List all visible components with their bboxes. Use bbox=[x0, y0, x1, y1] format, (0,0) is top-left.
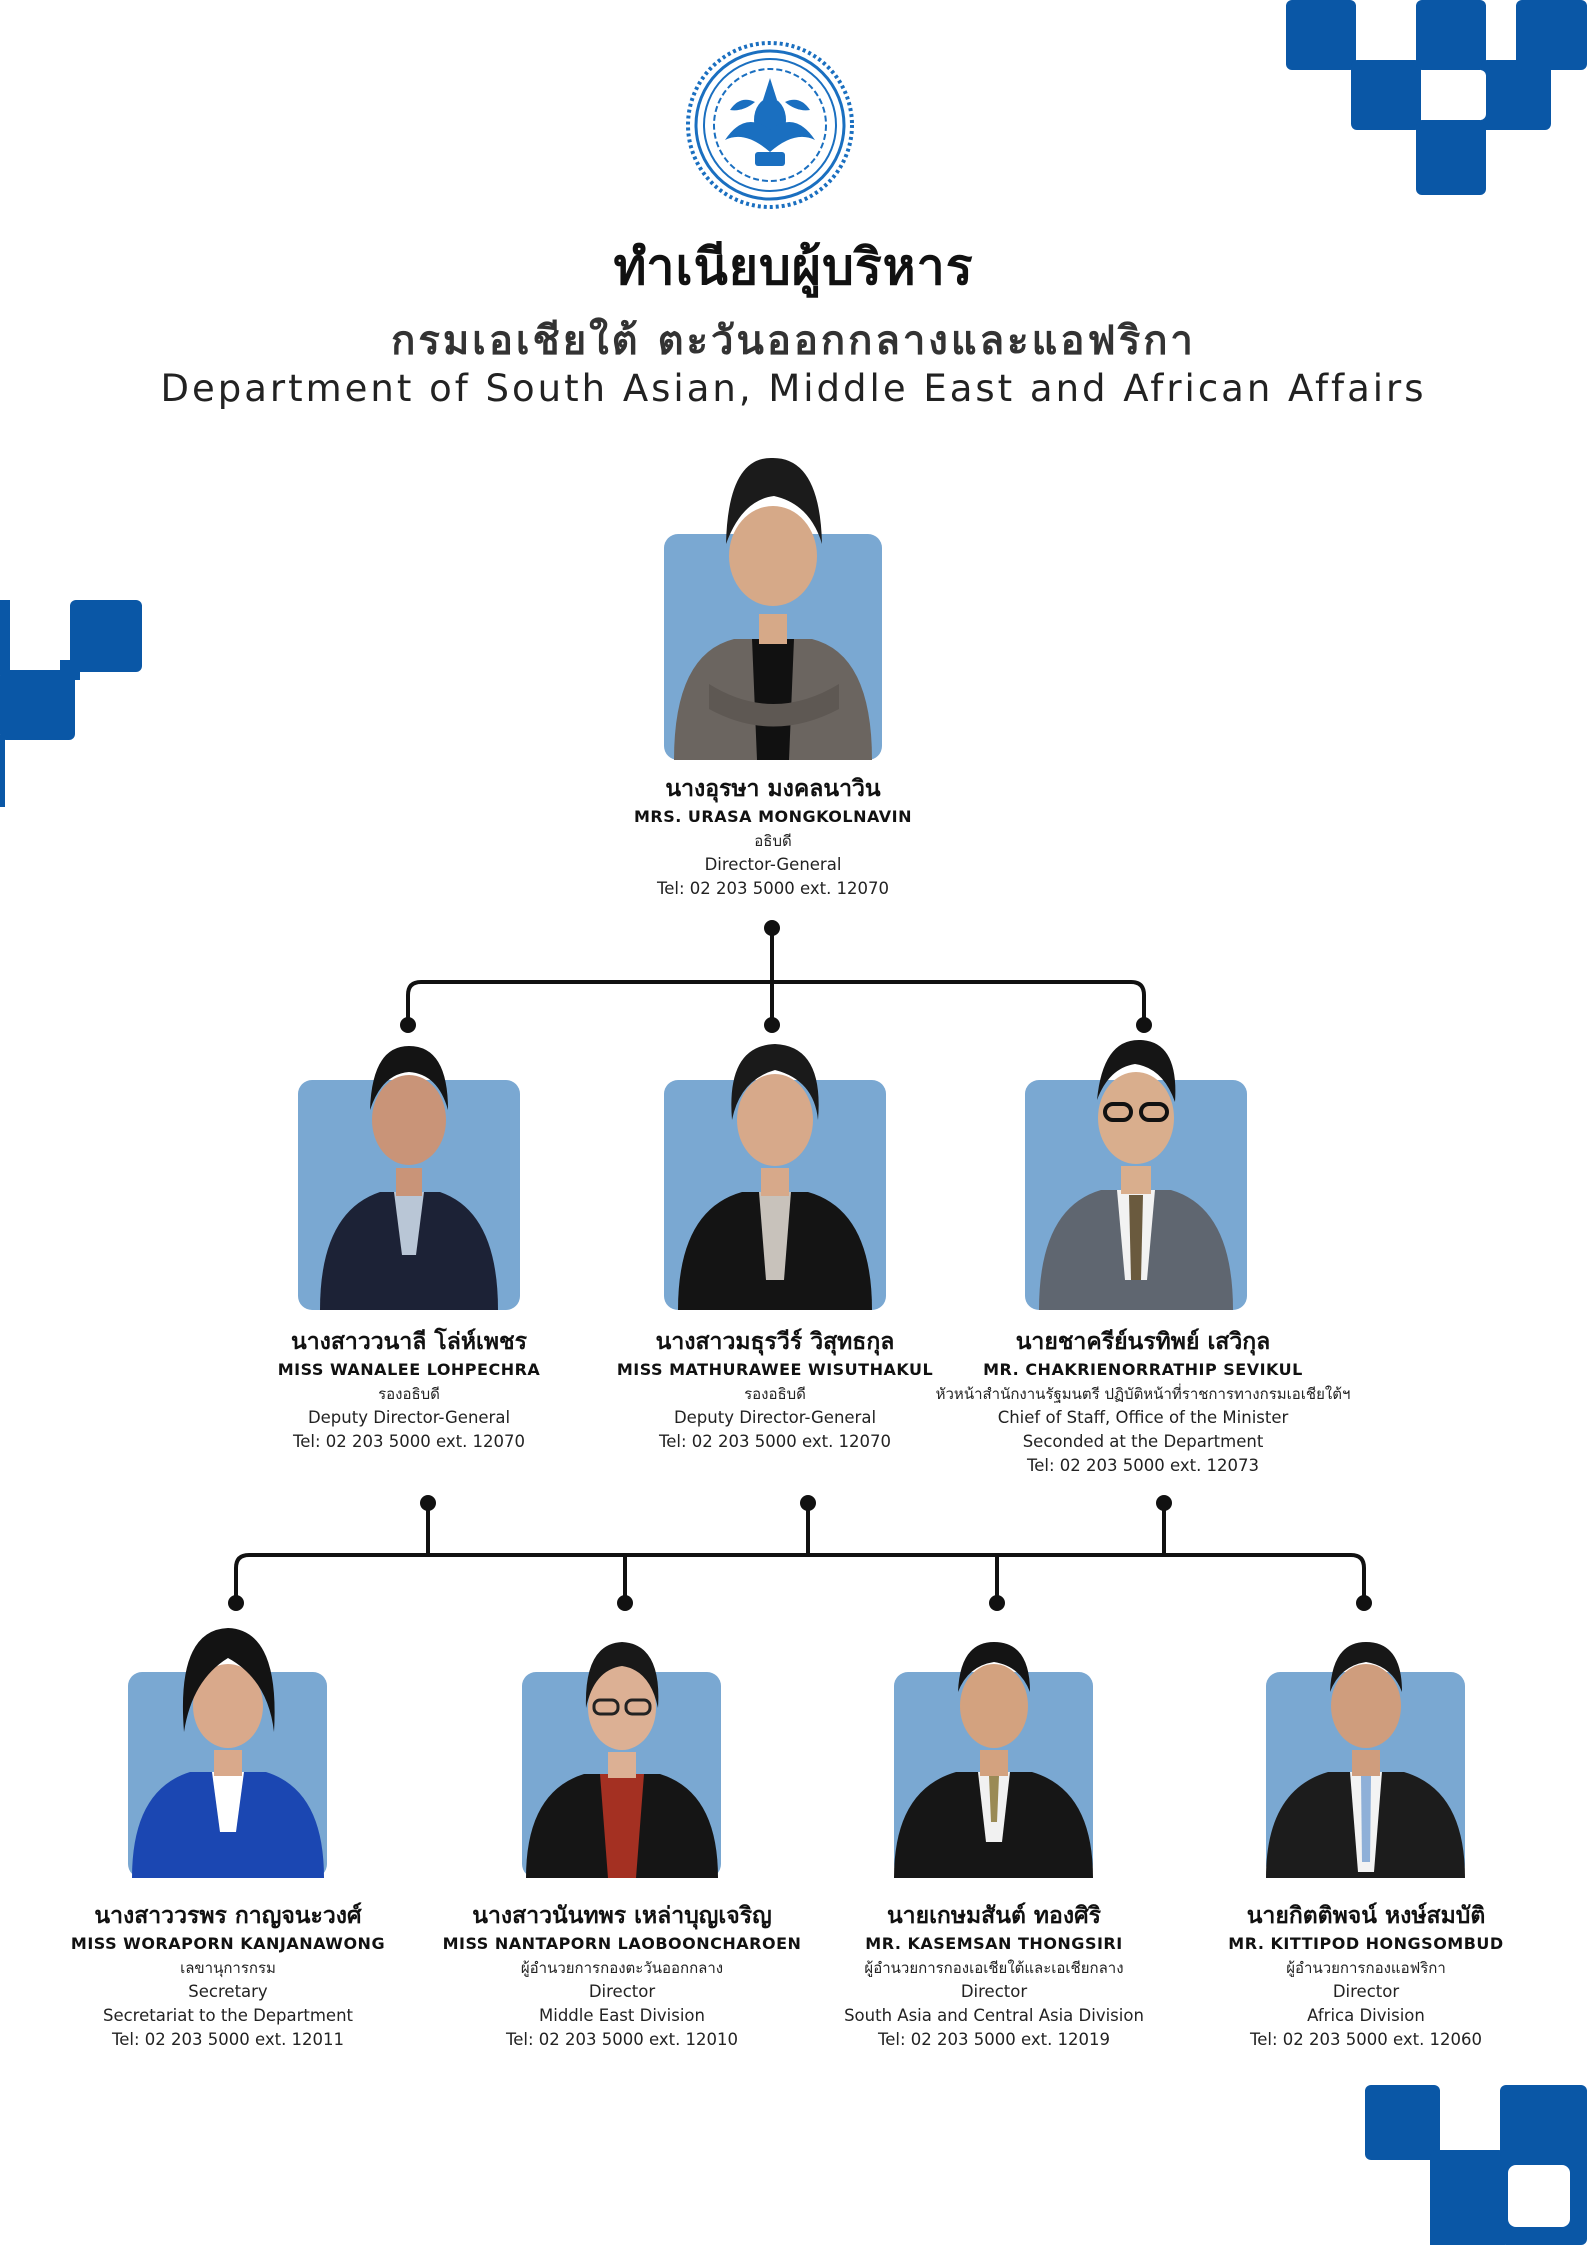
card-deputy-1: นางสาววนาลี โล่ห์เพชร MISS WANALEE LOHPE… bbox=[208, 1326, 610, 1454]
name-th: นางสาวนันทพร เหล่าบุญเจริญ bbox=[472, 1903, 772, 1929]
unit-en: South Asia and Central Asia Division bbox=[844, 2006, 1144, 2025]
unit-en: Secretariat to the Department bbox=[102, 2006, 354, 2025]
name-th: นางสาววนาลี โล่ห์เพชร bbox=[291, 1329, 527, 1355]
name-th: นางสาววรพร กาญจนะวงศ์ bbox=[94, 1903, 362, 1929]
position-th: เลขานุการกรม bbox=[180, 1959, 276, 1977]
position-th: ผู้อำนวยการกองตะวันออกกลาง bbox=[520, 1959, 724, 1977]
portrait-director-south-asia bbox=[894, 1642, 1093, 1878]
name-en: MISS MATHURAWEE WISUTHAKUL bbox=[616, 1360, 934, 1379]
name-en: MRS. URASA MONGKOLNAVIN bbox=[633, 807, 913, 826]
person-silhouette-icon bbox=[674, 457, 872, 760]
portrait-director-middle-east bbox=[522, 1642, 721, 1878]
position-en: Chief of Staff, Office of the Minister bbox=[997, 1408, 1289, 1427]
corner-decoration-top-right bbox=[1286, 0, 1587, 195]
person-silhouette-icon bbox=[894, 1642, 1093, 1878]
position-en: Deputy Director-General bbox=[673, 1408, 877, 1427]
phone: Tel: 02 203 5000 ext. 12070 bbox=[292, 1432, 526, 1451]
person-silhouette-icon bbox=[1266, 1642, 1465, 1878]
card-director-south-asia: นายเกษมสันต์ ทองศิริ MR. KASEMSAN THONGS… bbox=[808, 1900, 1180, 2052]
portrait-secretary bbox=[128, 1628, 327, 1878]
garuda-seal-icon bbox=[686, 41, 854, 209]
position-th: รองอธิบดี bbox=[744, 1385, 806, 1403]
portrait-chief-of-staff bbox=[1025, 1039, 1247, 1310]
name-th: นายเกษมสันต์ ทองศิริ bbox=[886, 1903, 1102, 1929]
position-en: Secretary bbox=[188, 1982, 268, 2001]
phone: Tel: 02 203 5000 ext. 12010 bbox=[505, 2030, 739, 2049]
phone: Tel: 02 203 5000 ext. 12070 bbox=[656, 879, 890, 898]
phone: Tel: 02 203 5000 ext. 12073 bbox=[1026, 1456, 1260, 1475]
card-director-africa: นายกิตติพจน์ หงษ์สมบัติ MR. KITTIPOD HON… bbox=[1186, 1900, 1546, 2052]
department-name-en: Department of South Asian, Middle East a… bbox=[160, 367, 1427, 410]
name-th: นางอุรษา มงคลนาวิน bbox=[665, 776, 881, 802]
card-chief-of-staff: นายชาครีย์นรทิพย์ เสวิกุล MR. CHAKRIENOR… bbox=[920, 1326, 1366, 1478]
position-en: Director-General bbox=[704, 855, 842, 874]
position-en: Deputy Director-General bbox=[307, 1408, 511, 1427]
phone: Tel: 02 203 5000 ext. 12011 bbox=[111, 2030, 345, 2049]
portrait-deputy-2 bbox=[664, 1044, 886, 1310]
position-th: รองอธิบดี bbox=[378, 1385, 440, 1403]
person-silhouette-icon bbox=[320, 1046, 498, 1310]
portrait-director-africa bbox=[1266, 1642, 1465, 1878]
name-en: MISS WORAPORN KANJANAWONG bbox=[70, 1934, 386, 1953]
portrait-deputy-1 bbox=[298, 1046, 520, 1310]
person-silhouette-icon bbox=[132, 1628, 324, 1878]
position-th: ผู้อำนวยการกองเอเชียใต้และเอเชียกลาง bbox=[864, 1959, 1124, 1977]
position-en-2: Seconded at the Department bbox=[1022, 1432, 1264, 1451]
phone: Tel: 02 203 5000 ext. 12019 bbox=[877, 2030, 1111, 2049]
person-silhouette-icon bbox=[678, 1044, 872, 1310]
position-en: Director bbox=[588, 1982, 656, 2001]
unit-en: Africa Division bbox=[1307, 2006, 1425, 2025]
department-name-th: กรมเอเชียใต้ ตะวันออกกลางและแอฟริกา bbox=[391, 318, 1196, 364]
phone: Tel: 02 203 5000 ext. 12060 bbox=[1249, 2030, 1483, 2049]
name-th: นายกิตติพจน์ หงษ์สมบัติ bbox=[1246, 1903, 1486, 1929]
position-en: Director bbox=[1332, 1982, 1400, 2001]
position-en: Director bbox=[960, 1982, 1028, 2001]
person-silhouette-icon bbox=[526, 1642, 718, 1878]
phone: Tel: 02 203 5000 ext. 12070 bbox=[658, 1432, 892, 1451]
name-th: นางสาวมธุรวีร์ วิสุทธกุล bbox=[655, 1329, 895, 1355]
person-silhouette-icon bbox=[1039, 1039, 1233, 1310]
name-en: MR. KASEMSAN THONGSIRI bbox=[865, 1934, 1123, 1953]
position-th: ผู้อำนวยการกองแอฟริกา bbox=[1286, 1959, 1446, 1977]
corner-decoration-bottom-right bbox=[1365, 2085, 1587, 2245]
unit-en: Middle East Division bbox=[539, 2006, 705, 2025]
name-en: MISS WANALEE LOHPECHRA bbox=[277, 1360, 541, 1379]
name-en: MR. CHAKRIENORRATHIP SEVIKUL bbox=[983, 1360, 1303, 1379]
position-th: อธิบดี bbox=[754, 832, 792, 850]
name-en: MISS NANTAPORN LAOBOONCHAROEN bbox=[442, 1934, 802, 1953]
card-secretary: นางสาววรพร กาญจนะวงศ์ MISS WORAPORN KANJ… bbox=[40, 1900, 416, 2052]
card-director-middle-east: นางสาวนันทพร เหล่าบุญเจริญ MISS NANTAPOR… bbox=[420, 1900, 824, 2052]
card-director-general: นางอุรษา มงคลนาวิน MRS. URASA MONGKOLNAV… bbox=[536, 773, 1010, 901]
name-en: MR. KITTIPOD HONGSOMBUD bbox=[1228, 1934, 1504, 1953]
corner-decoration-left bbox=[0, 600, 142, 807]
portrait-director-general bbox=[664, 457, 882, 760]
name-th: นายชาครีย์นรทิพย์ เสวิกุล bbox=[1015, 1329, 1271, 1355]
position-th: หัวหน้าสำนักงานรัฐมนตรี ปฏิบัติหน้าที่รา… bbox=[935, 1385, 1351, 1403]
card-deputy-2: นางสาวมธุรวีร์ วิสุทธกุล MISS MATHURAWEE… bbox=[560, 1326, 990, 1454]
page-title: ทำเนียบผู้บริหาร bbox=[613, 238, 974, 296]
